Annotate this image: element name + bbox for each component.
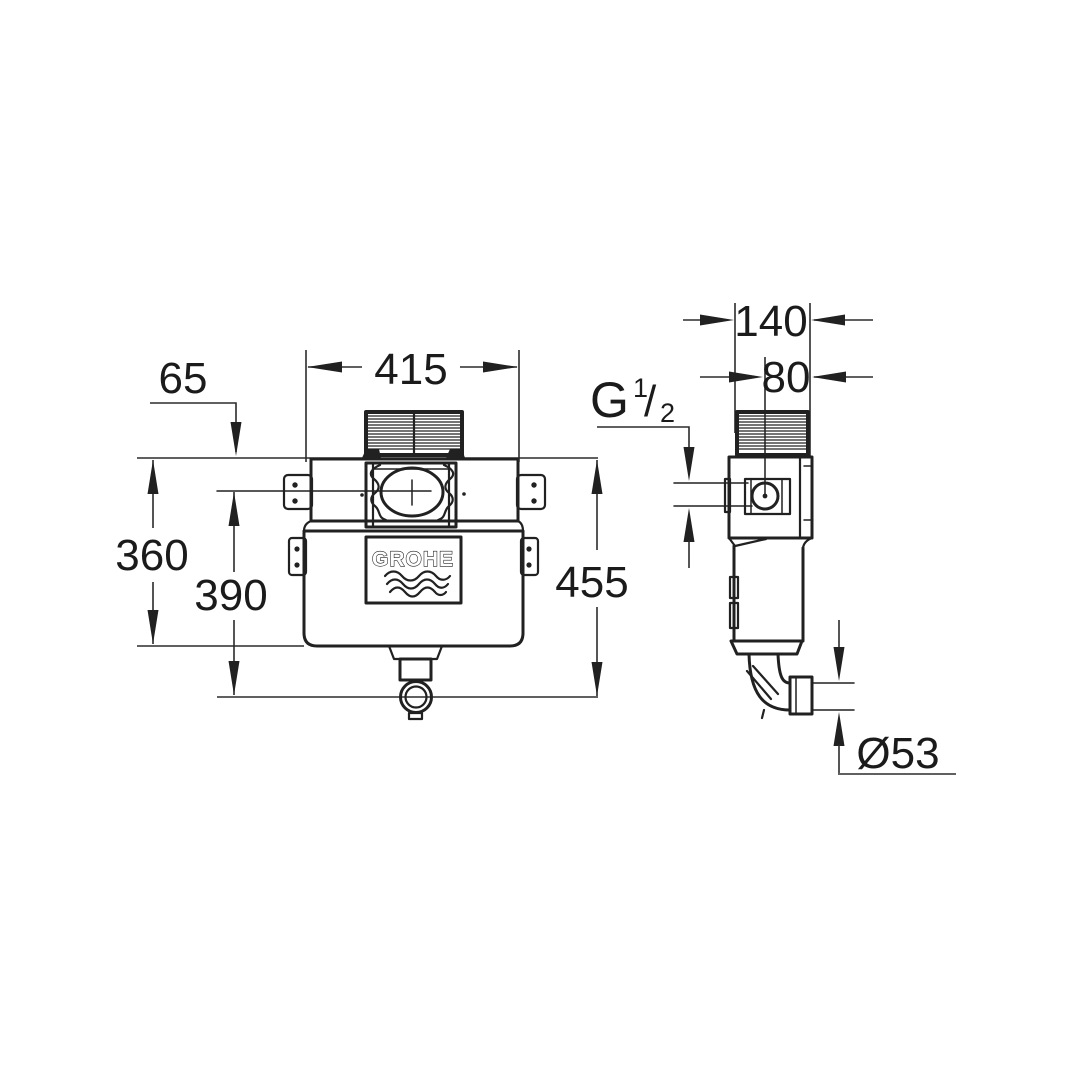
dim-outlet-drop-390: 390: [194, 492, 268, 695]
lower-left-mounting-tab: [287, 536, 308, 577]
dim-width-label: 415: [374, 345, 447, 394]
dim-inlet-depth-80: 80: [700, 353, 873, 494]
outlet-stub: [398, 657, 433, 682]
arrowhead-down: [228, 661, 240, 695]
arrowhead-left: [811, 314, 845, 326]
screw-hole: [292, 498, 298, 504]
grohe-logo-plate: GROHE: [364, 535, 463, 605]
lower-right-mounting-tab: [519, 536, 540, 577]
valve-frame: [364, 461, 458, 529]
outlet-connection-front: [387, 644, 444, 721]
upper-right-mounting-tab: [515, 473, 547, 511]
arrowhead-down: [833, 647, 845, 681]
arrowhead-down: [230, 422, 242, 456]
lower-tank: [302, 529, 525, 648]
dim-total-height-label: 455: [555, 558, 628, 607]
pipe-collar: [788, 675, 814, 716]
inlet-thread-callout: G 1 / 2: [590, 372, 753, 568]
inlet-clamp: [743, 477, 792, 516]
shaft-ribs: [739, 415, 806, 450]
screw-hole: [531, 498, 537, 504]
flush-bend-inner: [404, 685, 428, 709]
dim-depth-label: 140: [734, 297, 807, 346]
shaft-foot: [446, 449, 465, 458]
logo-wave: [385, 578, 450, 590]
arrowhead-down: [147, 610, 159, 644]
arrowhead-up: [147, 460, 159, 494]
flush-valve-opening: [379, 466, 445, 518]
elbow-hatch: [745, 669, 773, 701]
outlet-flange: [387, 644, 444, 661]
logo-wave: [383, 570, 452, 582]
dim-inlet-depth-label: 80: [762, 353, 811, 402]
logo-plate: [364, 535, 463, 605]
grohe-logo-text: GROHE: [372, 548, 454, 571]
tank-top-edge: [733, 537, 768, 548]
outlet-tab: [407, 711, 424, 721]
dim-body-height-label: 360: [115, 531, 188, 580]
shaft-foot: [362, 449, 381, 458]
arrowhead-left: [307, 361, 342, 373]
arrowhead-down: [591, 662, 603, 696]
dim-depth-140: 140: [683, 297, 873, 457]
actuator-shaft-front: [362, 410, 465, 458]
inlet-boss: [723, 477, 732, 514]
elbow-hatch: [751, 664, 780, 696]
bottom-flange: [729, 639, 804, 656]
screw-hole: [531, 482, 537, 488]
flush-elbow-side: [745, 652, 814, 720]
arrowhead-up: [591, 460, 603, 494]
upper-casing: [309, 457, 520, 523]
arrowhead-right: [700, 314, 734, 326]
pin-dot: [462, 492, 466, 496]
elbow-inner-arc: [776, 652, 792, 685]
screw-hole: [526, 546, 532, 552]
wall-clip: [728, 601, 740, 630]
inlet-center-dot: [762, 493, 768, 499]
front-view: GROHE 415 65: [115, 345, 629, 721]
thread-slash: /: [644, 377, 657, 426]
arrowhead-up: [683, 508, 695, 542]
flush-valve-frame: [360, 461, 466, 529]
screw-hole: [294, 562, 300, 568]
screw-hole: [526, 562, 532, 568]
pin-dot: [360, 493, 364, 497]
arrowhead-right: [483, 361, 518, 373]
tank-body-front: [302, 457, 525, 648]
arrowhead-up: [228, 492, 240, 526]
leader-line: [597, 426, 690, 449]
water-inlet-port: [750, 481, 780, 511]
screw-hole: [294, 546, 300, 552]
right-retainer-clip: [436, 463, 455, 522]
leader-line: [150, 402, 237, 452]
arrowhead-down: [683, 447, 695, 481]
arrowhead-right: [729, 371, 763, 383]
dim-width-415: 415: [305, 345, 520, 462]
arrowhead-left: [812, 371, 846, 383]
lower-tank-side: [727, 536, 814, 656]
actuator-shaft-side: [735, 410, 810, 457]
arrowhead-up: [833, 712, 845, 746]
logo-wave: [388, 586, 448, 598]
dim-outlet-drop-label: 390: [194, 571, 267, 620]
dim-inlet-offset-label: 65: [159, 354, 208, 403]
shaft-box: [735, 410, 810, 457]
thread-numerator: 1: [633, 373, 648, 403]
dim-total-height-455: 455: [555, 460, 629, 696]
dim-outlet-diameter-53: Ø53: [811, 620, 956, 778]
left-retainer-clip: [369, 463, 388, 522]
side-view: 140 80 G 1 / 2: [590, 297, 956, 778]
dim-inlet-offset-65: 65: [150, 354, 242, 456]
dim-body-height-360: 360: [115, 460, 189, 644]
screw-hole: [292, 482, 298, 488]
upper-housing-side: [723, 455, 814, 540]
wall-clip: [728, 575, 740, 600]
upper-left-mounting-tab: [282, 473, 314, 511]
dim-outlet-diameter-label: Ø53: [856, 729, 939, 778]
elbow-outer-arc: [747, 652, 792, 712]
thread-denominator: 2: [660, 398, 675, 428]
elbow-foot: [760, 708, 766, 720]
thread-letter: G: [590, 372, 629, 428]
